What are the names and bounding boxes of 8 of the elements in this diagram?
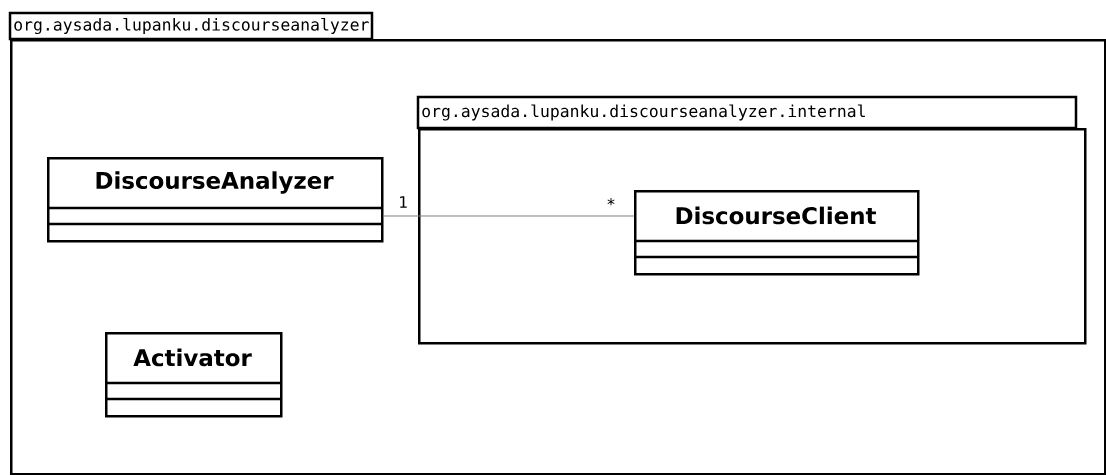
node-label: org.aysada.lupanku.discourseanalyzer [14, 17, 369, 35]
class-box: Activator [103, 332, 283, 418]
node-label: org.aysada.lupanku.discourseanalyzer.internal [422, 104, 865, 121]
class-box: DiscourseClient [632, 190, 920, 276]
class-box: DiscourseAnalyzer [45, 157, 384, 243]
association-line [383, 215, 635, 217]
multiplicity-label: * [607, 198, 615, 206]
multiplicity-label: 1 [400, 196, 407, 208]
